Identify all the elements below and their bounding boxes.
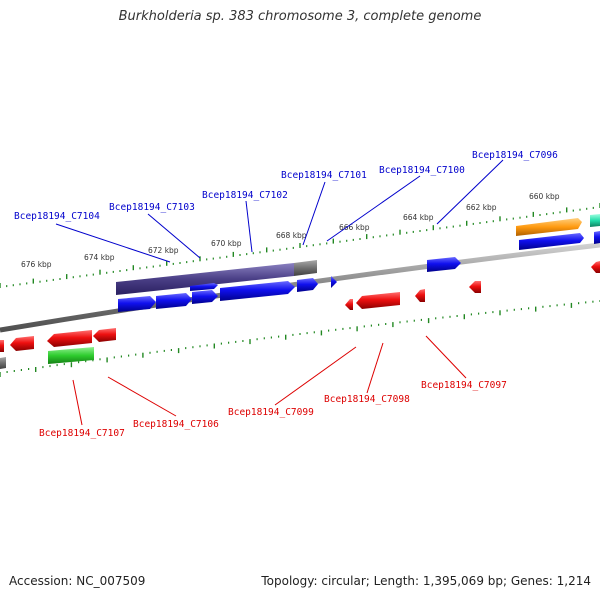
grey-gene <box>0 357 6 369</box>
forward-gene <box>297 278 318 292</box>
scale-label: 664 kbp <box>403 213 434 222</box>
green-gene <box>48 347 94 364</box>
scale-labels: 676 kbp 674 kbp 672 kbp 670 kbp 668 kbp 666 k… <box>21 192 560 269</box>
scale-label: 660 kbp <box>529 192 560 201</box>
forward-gene-row <box>118 214 600 312</box>
operon-overlay <box>116 263 294 295</box>
reverse-gene <box>0 340 4 352</box>
gene-label[interactable]: Bcep18194_C7096 <box>472 150 558 161</box>
reverse-gene <box>591 261 600 273</box>
forward-gene <box>220 281 295 301</box>
map-title: Burkholderia sp. 383 chromosome 3, compl… <box>118 9 482 24</box>
gene-label[interactable]: Bcep18194_C7100 <box>379 165 465 176</box>
gene-label[interactable]: Bcep18194_C7104 <box>14 211 100 222</box>
forward-gene <box>427 257 461 272</box>
gene-label[interactable]: Bcep18194_C7106 <box>133 419 219 430</box>
reverse-gene <box>47 330 92 347</box>
scale-label: 676 kbp <box>21 260 52 269</box>
forward-gene <box>519 233 584 250</box>
gene-label[interactable]: Bcep18194_C7101 <box>281 170 367 181</box>
forward-gene <box>192 290 218 304</box>
forward-gene <box>190 283 218 291</box>
gene-label[interactable]: Bcep18194_C7102 <box>202 190 288 201</box>
reverse-gene <box>345 299 353 310</box>
scale-label: 672 kbp <box>148 246 179 255</box>
gene-label[interactable]: Bcep18194_C7098 <box>324 394 410 405</box>
orange-gene <box>516 218 582 236</box>
scale-label: 666 kbp <box>339 223 370 232</box>
accession-text: Accession: NC_007509 <box>9 574 146 588</box>
teal-gene <box>590 214 600 227</box>
reverse-gene <box>469 281 481 293</box>
reverse-gene <box>10 336 34 351</box>
forward-gene <box>156 293 192 309</box>
gene-label[interactable]: Bcep18194_C7099 <box>228 407 314 418</box>
reverse-gene <box>356 292 400 309</box>
gene-label[interactable]: Bcep18194_C7107 <box>39 428 125 439</box>
scale-label: 662 kbp <box>466 203 497 212</box>
forward-operon-row <box>116 260 317 295</box>
scale-label: 674 kbp <box>84 253 115 262</box>
scale-label: 670 kbp <box>211 239 242 248</box>
reverse-gene <box>415 289 425 302</box>
forward-gene <box>594 231 600 244</box>
forward-gene <box>118 296 156 312</box>
gene-label[interactable]: Bcep18194_C7103 <box>109 202 195 213</box>
reverse-gene-row <box>0 261 600 369</box>
reverse-gene-labels: Bcep18194_C7107 Bcep18194_C7106 Bcep1819… <box>39 335 507 439</box>
grey-gene <box>294 260 317 276</box>
forward-gene-labels: Bcep18194_C7104 Bcep18194_C7103 Bcep1819… <box>14 150 558 263</box>
scale-label: 668 kbp <box>276 231 307 240</box>
gene-label[interactable]: Bcep18194_C7097 <box>421 380 507 391</box>
scale-ticks <box>0 203 600 377</box>
reverse-gene <box>93 328 116 342</box>
genome-summary: Topology: circular; Length: 1,395,069 bp… <box>261 574 591 588</box>
gene-features <box>0 214 600 369</box>
forward-gene <box>331 276 337 288</box>
